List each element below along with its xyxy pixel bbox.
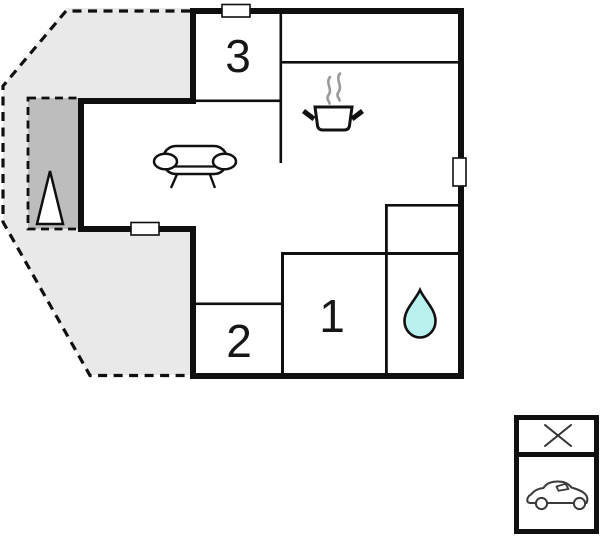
wall-rooms-top (281, 252, 458, 255)
room-2-label: 2 (226, 315, 252, 367)
steam-wave (326, 75, 332, 105)
carport-wall-right (594, 415, 599, 534)
car-wheel (572, 496, 587, 511)
cross-icon (544, 424, 572, 447)
wall-closet-top (385, 204, 458, 207)
wall-right (458, 8, 464, 379)
carport-walls (514, 415, 599, 534)
wall-kitchen-left (279, 14, 283, 163)
sofa-armrest (211, 152, 238, 171)
wall-notch-left (78, 98, 84, 232)
steam-icon (326, 72, 342, 105)
wall-top (190, 8, 464, 14)
steam-wave (336, 72, 342, 102)
wall-bottom (190, 373, 464, 379)
pot-handle (350, 109, 365, 121)
cooking-pot-icon (301, 72, 365, 132)
wall-room2-top (196, 302, 282, 306)
car-wheel (534, 496, 549, 511)
pot-body (313, 105, 354, 132)
car-window (555, 482, 570, 492)
carport-divider (516, 452, 597, 457)
wall-notch-top (78, 98, 196, 104)
room-1-label: 1 (319, 290, 345, 342)
wall-kitchen-divider (281, 61, 458, 64)
fireplace-icon (35, 170, 65, 226)
wall-room3-left (190, 8, 196, 104)
carport-wall-left (514, 415, 519, 534)
water-drop-icon (403, 286, 437, 339)
windows (130, 3, 467, 236)
sofa-icon (152, 144, 238, 189)
terrace-dashed-outline (1, 9, 190, 378)
wall-room3-bottom (196, 99, 281, 103)
interior-walls (196, 14, 458, 375)
pot-handle (301, 109, 316, 121)
carport-wall-top (514, 415, 599, 420)
wall-bath-left (385, 204, 388, 375)
wall-room1-left (281, 252, 284, 375)
room-labels: 3 2 1 (225, 30, 345, 367)
room-3-label: 3 (225, 30, 251, 82)
window-icon (130, 221, 160, 236)
window-icon (452, 157, 467, 187)
wall-lower-left (190, 226, 196, 379)
window-icon (221, 3, 251, 18)
carport-wall-bottom (514, 529, 599, 534)
carport (514, 415, 599, 534)
car-body (526, 480, 589, 504)
sofa-armrest (152, 152, 179, 171)
car-icon (526, 480, 589, 511)
annex-area (26, 96, 83, 231)
